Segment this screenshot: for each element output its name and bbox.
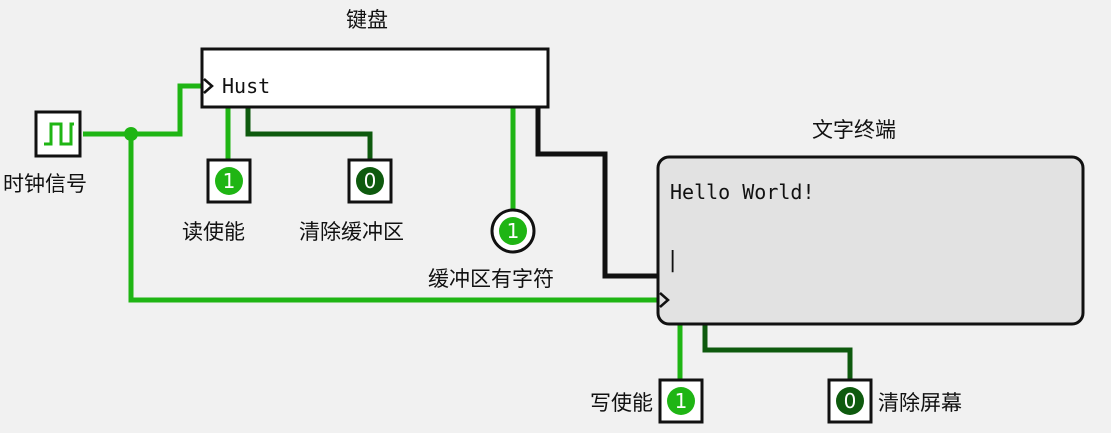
wire-clear-screen bbox=[702, 322, 853, 380]
keyboard-buffer-text: Hust bbox=[222, 74, 270, 98]
write-enable-label: 写使能 bbox=[590, 391, 653, 415]
wire-clock-to-keyboard bbox=[83, 83, 204, 137]
clear-screen-label: 清除屏幕 bbox=[878, 391, 962, 415]
clear-buffer-pin-led bbox=[356, 167, 384, 195]
write-enable-pin-value: 1 bbox=[675, 389, 688, 413]
clear-buffer-pin-value: 0 bbox=[364, 169, 377, 193]
keyboard-title: 键盘 bbox=[346, 8, 388, 32]
wire-junction bbox=[124, 127, 138, 141]
terminal-cursor: | bbox=[666, 248, 679, 273]
clear-buffer-label: 清除缓冲区 bbox=[299, 220, 404, 244]
read-enable-label: 读使能 bbox=[182, 220, 245, 244]
write-enable-pin-led bbox=[667, 387, 695, 415]
wire-data-bus bbox=[535, 107, 662, 279]
buffer-has-char-label: 缓冲区有字符 bbox=[428, 267, 554, 291]
buffer-has-char-led bbox=[499, 217, 527, 245]
wire-clear-buffer bbox=[245, 107, 373, 160]
terminal-box[interactable] bbox=[656, 155, 1085, 326]
keyboard-clock-input bbox=[203, 78, 214, 94]
buffer-has-char-value: 1 bbox=[507, 219, 520, 243]
terminal-title: 文字终端 bbox=[812, 118, 896, 142]
clock-wave-icon bbox=[44, 122, 74, 146]
read-enable-pin-value: 1 bbox=[223, 169, 236, 193]
keyboard-box[interactable] bbox=[200, 47, 550, 109]
clock-label: 时钟信号 bbox=[3, 172, 87, 196]
clear-screen-pin-value: 0 bbox=[844, 389, 857, 413]
read-enable-pin-led bbox=[215, 167, 243, 195]
clear-screen-pin-led bbox=[836, 387, 864, 415]
clock-box[interactable] bbox=[34, 110, 82, 158]
terminal-clock-input bbox=[659, 292, 670, 308]
terminal-text: Hello World! bbox=[670, 180, 815, 204]
wire-clock-to-terminal bbox=[128, 134, 660, 303]
